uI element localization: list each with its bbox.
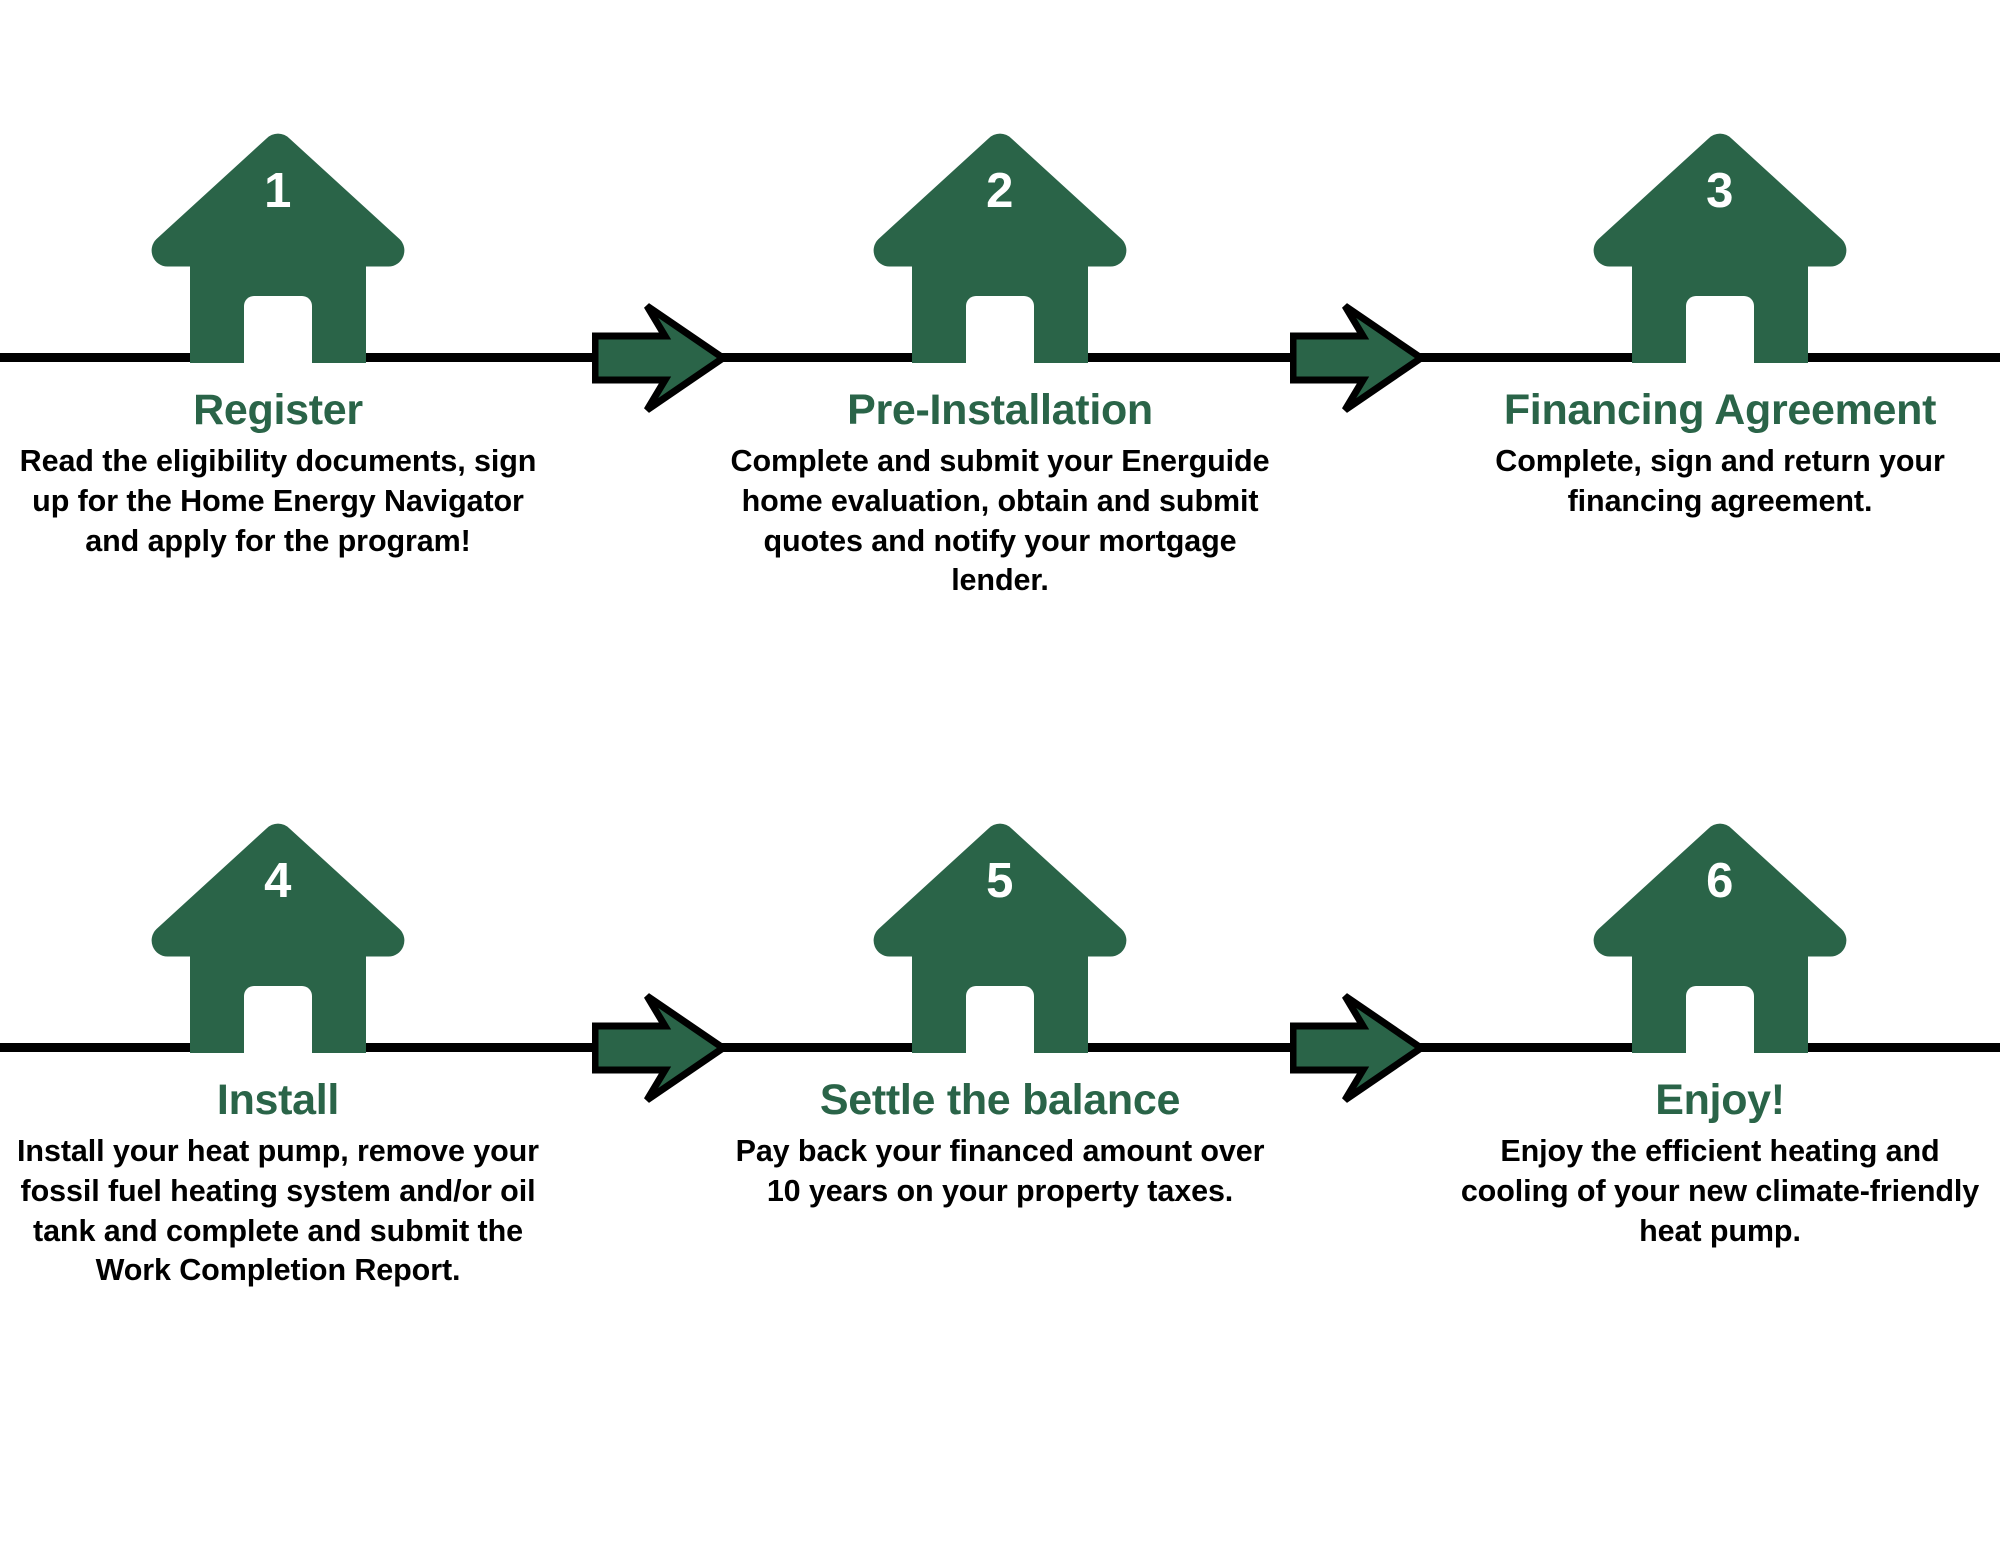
house-icon-wrapper-1: 1	[8, 128, 548, 363]
step-text-6: Enjoy! Enjoy the efficient heating and c…	[1450, 1053, 1990, 1251]
arrow-right-icon-4	[1290, 993, 1424, 1103]
house-icon	[1593, 823, 1847, 1053]
house-icon-wrapper-3: 3	[1450, 128, 1990, 363]
step-card-1[interactable]: 1 Register Read the eligibility document…	[8, 128, 548, 561]
house-icon	[151, 133, 405, 363]
step-description-5: Pay back your financed amount over 10 ye…	[735, 1134, 1265, 1209]
step-card-2[interactable]: 2 Pre-Installation Complete and submit y…	[730, 128, 1270, 601]
step-card-4[interactable]: 4 Install Install your heat pump, remove…	[8, 818, 548, 1291]
step-text-2: Pre-Installation Complete and submit you…	[730, 363, 1270, 601]
house-icon-wrapper-6: 6	[1450, 818, 1990, 1053]
step-description-2: Complete and submit your Energuide home …	[730, 444, 1270, 598]
step-description-1: Read the eligibility documents, sign up …	[19, 444, 537, 558]
step-description-4: Install your heat pump, remove your foss…	[17, 1134, 539, 1288]
house-icon	[873, 133, 1127, 363]
house-icon	[873, 823, 1127, 1053]
house-icon-wrapper-4: 4	[8, 818, 548, 1053]
step-card-6[interactable]: 6 Enjoy! Enjoy the efficient heating and…	[1450, 818, 1990, 1251]
house-icon-wrapper-5: 5	[730, 818, 1270, 1053]
step-title-4: Install	[216, 1076, 340, 1124]
step-title-1: Register	[193, 386, 363, 434]
step-description-3: Complete, sign and return your financing…	[1495, 444, 1945, 519]
arrow-right-icon-2	[1290, 303, 1424, 413]
step-title-2: Pre-Installation	[847, 386, 1153, 434]
step-text-5: Settle the balance Pay back your finance…	[730, 1053, 1270, 1212]
arrow-right-icon-1	[592, 303, 726, 413]
arrow-right-icon-3	[592, 993, 726, 1103]
step-text-1: Register Read the eligibility documents,…	[8, 363, 548, 561]
step-title-6: Enjoy!	[1655, 1076, 1785, 1124]
step-title-3: Financing Agreement	[1503, 386, 1937, 434]
house-icon	[1593, 133, 1847, 363]
step-card-5[interactable]: 5 Settle the balance Pay back your finan…	[730, 818, 1270, 1212]
step-card-3[interactable]: 3 Financing Agreement Complete, sign and…	[1450, 128, 1990, 522]
house-icon	[151, 823, 405, 1053]
step-text-4: Install Install your heat pump, remove y…	[8, 1053, 548, 1291]
step-text-3: Financing Agreement Complete, sign and r…	[1450, 363, 1990, 522]
house-icon-wrapper-2: 2	[730, 128, 1270, 363]
step-description-6: Enjoy the efficient heating and cooling …	[1460, 1134, 1980, 1248]
step-title-5: Settle the balance	[819, 1076, 1181, 1124]
